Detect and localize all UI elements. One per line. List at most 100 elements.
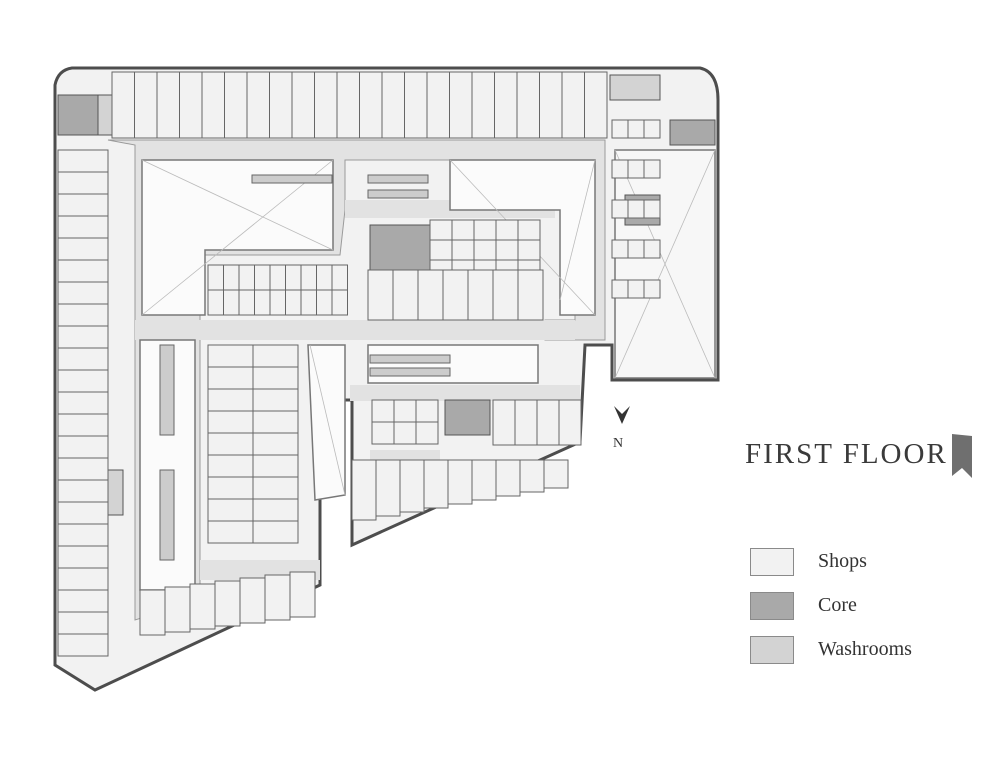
core-area [669,119,716,146]
shop-unit [643,279,661,299]
shop-unit [449,71,473,139]
shop-unit [57,259,109,283]
shop-unit [611,279,629,299]
shop-unit [543,459,569,489]
shop-unit [189,583,216,630]
escalator [251,174,333,184]
shop-unit [611,159,629,179]
shop-unit [367,269,394,321]
shop-unit [473,239,497,261]
shop-unit [57,347,109,371]
shop-unit [238,289,255,316]
shop-unit [495,219,519,241]
shop-unit [252,366,299,390]
legend-item-washrooms: Washrooms [750,636,950,680]
shop-unit [291,71,315,139]
shop-unit [643,159,661,179]
shop-unit [57,215,109,239]
shop-unit [584,71,608,139]
shop-unit [57,369,109,393]
shop-unit [519,459,545,493]
shop-unit [331,289,348,316]
shop-unit [611,239,629,259]
corridor-cross [135,320,575,340]
shop-unit [471,459,497,501]
shop-unit [423,459,449,509]
shop-unit [57,611,109,635]
shop-unit [404,71,428,139]
shop-unit [517,219,541,241]
shop-unit [164,586,191,633]
shop-unit [57,413,109,437]
shop-unit [495,459,521,497]
shop-unit [392,269,419,321]
shop-unit [252,454,299,478]
shop-unit [517,239,541,261]
legend-swatch-washrooms [750,636,794,664]
void-centre [307,344,346,501]
shop-unit [351,459,377,521]
legend-label: Shops [818,550,867,572]
shop-unit [207,476,254,500]
shop-unit [207,366,254,390]
shop-unit [57,193,109,217]
shop-unit [381,71,405,139]
shop-unit [57,457,109,481]
escalator [369,367,451,377]
legend: Shops Core Washrooms [750,548,950,680]
shop-unit [451,219,475,241]
north-arrow [610,402,634,454]
shop-unit [627,119,645,139]
shop-unit [429,219,453,241]
shop-unit [111,71,135,139]
shop-unit [300,264,317,291]
shop-unit [252,432,299,456]
shop-unit [252,410,299,434]
legend-item-shops: Shops [750,548,950,592]
shop-unit [224,71,248,139]
legend-label: Washrooms [818,638,912,660]
shop-unit [611,119,629,139]
shop-unit [517,269,544,321]
shop-unit [57,237,109,261]
shop-unit [495,239,519,261]
shop-unit [494,71,518,139]
shop-unit [300,289,317,316]
shop-unit [316,289,333,316]
atrium-centre [367,344,539,384]
shop-unit [57,523,109,547]
shop-unit [415,421,439,445]
floor-title: FIRST FLOOR [745,438,948,470]
legend-swatch-shops [750,548,794,576]
shop-unit [627,279,645,299]
shop-unit [57,325,109,349]
shop-unit [207,454,254,478]
shop-unit [627,159,645,179]
shop-unit [627,239,645,259]
shop-unit [473,219,497,241]
shop-unit [492,399,516,446]
shop-unit [57,281,109,305]
shop-unit [238,264,255,291]
shop-units [57,71,661,657]
shop-unit [57,567,109,591]
shop-unit [611,199,629,219]
shop-unit [57,479,109,503]
shop-unit [246,71,270,139]
shop-unit [57,171,109,195]
shop-unit [371,421,395,445]
shop-unit [207,264,224,291]
shop-unit [442,269,469,321]
core-area [444,399,491,436]
shop-unit [57,149,109,173]
shop-unit [331,264,348,291]
shop-unit [561,71,585,139]
shop-unit [134,71,158,139]
shop-unit [207,432,254,456]
shop-unit [516,71,540,139]
shop-unit [252,498,299,522]
shop-unit [314,71,338,139]
shop-unit [375,459,401,517]
shop-unit [207,289,224,316]
shop-unit [139,589,166,636]
